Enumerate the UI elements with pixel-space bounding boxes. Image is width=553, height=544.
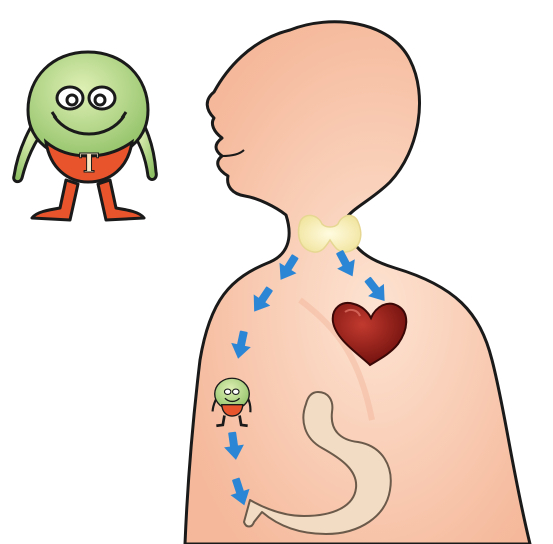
hormone-mascot-icon: T — [14, 52, 157, 220]
mascot-letter: T — [79, 149, 99, 179]
